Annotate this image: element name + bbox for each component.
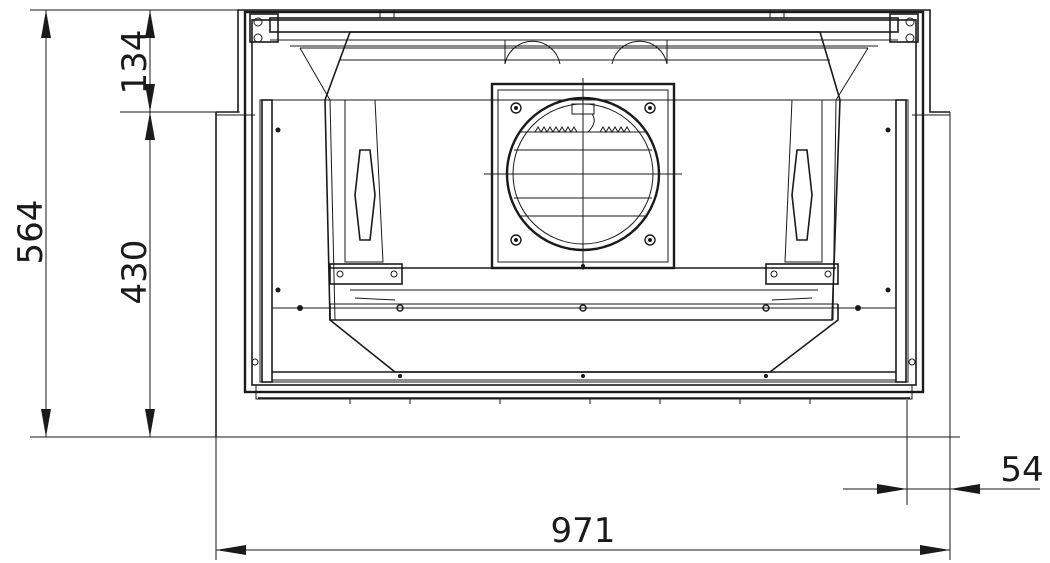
outer-housing [243, 10, 925, 404]
dim-total-width: 971 [551, 511, 616, 551]
side-brackets [261, 99, 907, 383]
lower-housing [251, 263, 916, 381]
dim-bottom-height: 430 [115, 240, 155, 305]
duct-plate [484, 78, 682, 270]
dim-top-height: 134 [115, 30, 155, 95]
inner-frame [299, 31, 869, 321]
top-rail [269, 9, 899, 65]
dim-side-offset: 54 [1000, 450, 1043, 490]
dim-total-height: 564 [11, 200, 51, 265]
ceiling-flange [215, 9, 950, 437]
corner-brackets [249, 13, 919, 43]
dimension-lines [30, 9, 1040, 560]
